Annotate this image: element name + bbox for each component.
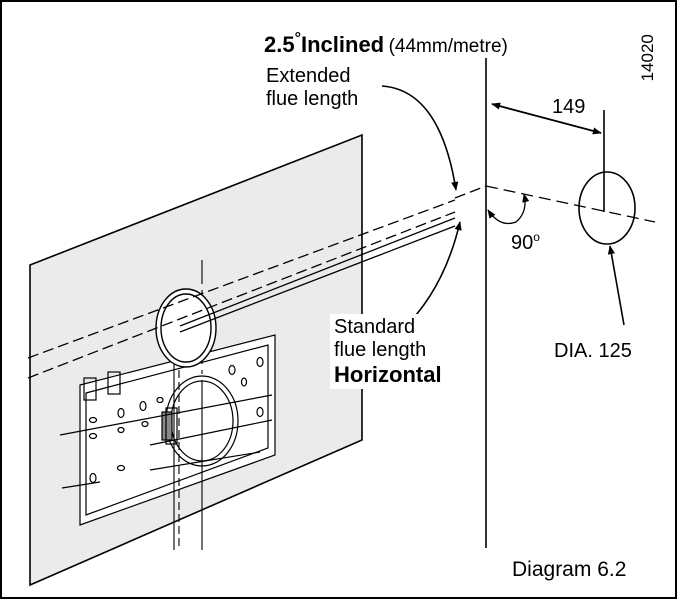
standard-flue-label: Standard flue length Horizontal bbox=[330, 314, 446, 390]
standard-label-line2: flue length bbox=[334, 339, 427, 361]
extended-flue-label: Extended flue length bbox=[266, 65, 358, 111]
reference-code: 14020 bbox=[637, 34, 657, 82]
flue-lines bbox=[27, 185, 656, 379]
standard-flue-upper bbox=[179, 217, 456, 327]
offset-dimension-arrow bbox=[491, 102, 602, 135]
standard-flue-lower bbox=[179, 225, 456, 333]
inclination-angle: 2.5 bbox=[264, 32, 295, 57]
diameter-leader-arrow bbox=[607, 245, 625, 326]
extended-flue-lower bbox=[27, 211, 456, 379]
offset-dimension-value: 149 bbox=[552, 96, 586, 118]
extended-label-line1: Extended bbox=[266, 65, 351, 87]
diameter-label: DIA. 125 bbox=[554, 340, 632, 362]
degree-symbol: ° bbox=[294, 30, 301, 47]
right-angle-label: 90o bbox=[511, 230, 540, 255]
diagram-caption: Diagram 6.2 bbox=[512, 558, 627, 581]
extended-leader-arrow bbox=[381, 85, 459, 191]
standard-label-line3: Horizontal bbox=[334, 362, 442, 387]
extended-label-line2: flue length bbox=[266, 88, 359, 110]
flue-centreline bbox=[485, 185, 656, 223]
inclination-gradient: (44mm/metre) bbox=[388, 36, 508, 57]
wall-flue-hole bbox=[155, 288, 217, 368]
right-angle-value: 90 bbox=[511, 232, 534, 254]
flue-terminal-circle bbox=[578, 171, 636, 245]
inclination-heading: 2.5°Inclined (44mm/metre) bbox=[264, 30, 508, 58]
extended-flue-upper bbox=[27, 199, 456, 359]
right-angle-unit: o bbox=[533, 230, 540, 244]
standard-label-line1: Standard bbox=[334, 316, 416, 338]
inclination-mode: Inclined bbox=[301, 32, 385, 57]
right-angle-arc bbox=[487, 193, 530, 225]
